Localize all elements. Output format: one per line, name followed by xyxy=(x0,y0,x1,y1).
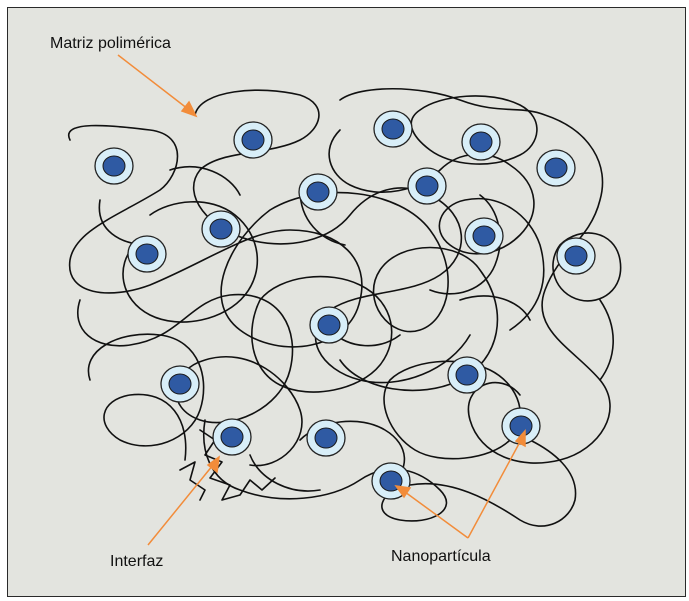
nanoparticle xyxy=(307,420,345,456)
polymer-chain xyxy=(330,195,500,346)
nanoparticle xyxy=(537,150,575,186)
nanoparticle xyxy=(448,357,486,393)
particle-core xyxy=(210,219,232,239)
particle-core xyxy=(169,374,191,394)
nanoparticle xyxy=(310,307,348,343)
nanoparticle xyxy=(557,238,595,274)
particle-core xyxy=(221,427,243,447)
nanoparticle xyxy=(408,168,446,204)
polymer-chain xyxy=(329,130,544,330)
particle-core xyxy=(103,156,125,176)
particle-core xyxy=(473,226,495,246)
particle-core xyxy=(416,176,438,196)
particle-core xyxy=(382,119,404,139)
nanoparticle-arrow-line-1 xyxy=(405,492,468,538)
particle-core xyxy=(545,158,567,178)
particle-core xyxy=(510,416,532,436)
nanoparticle xyxy=(462,124,500,160)
particle-core xyxy=(315,428,337,448)
interface-label: Interfaz xyxy=(110,553,163,571)
particle-core xyxy=(456,365,478,385)
particle-core xyxy=(470,132,492,152)
nanoparticle xyxy=(213,419,251,455)
nanoparticle xyxy=(299,174,337,210)
nanoparticle xyxy=(465,218,503,254)
particle-core xyxy=(565,246,587,266)
nanoparticle-label: Nanopartícula xyxy=(391,548,491,566)
particle-core xyxy=(307,182,329,202)
nanoparticle xyxy=(161,366,199,402)
arrow-layer xyxy=(118,55,525,545)
nanoparticle xyxy=(234,122,272,158)
nanoparticle xyxy=(95,148,133,184)
nanoparticle-arrow-line-2 xyxy=(468,440,521,538)
interface-arrow-line xyxy=(148,465,213,545)
particle-core xyxy=(242,130,264,150)
nanoparticle xyxy=(128,236,166,272)
nanoparticle xyxy=(202,211,240,247)
matrix-label: Matriz polimérica xyxy=(50,35,171,53)
nanoparticle xyxy=(374,111,412,147)
polymer-matrix xyxy=(69,89,621,526)
matrix-arrow-head xyxy=(182,102,196,116)
particle-core xyxy=(318,315,340,335)
particle-core xyxy=(136,244,158,264)
matrix-arrow-line xyxy=(118,55,188,109)
